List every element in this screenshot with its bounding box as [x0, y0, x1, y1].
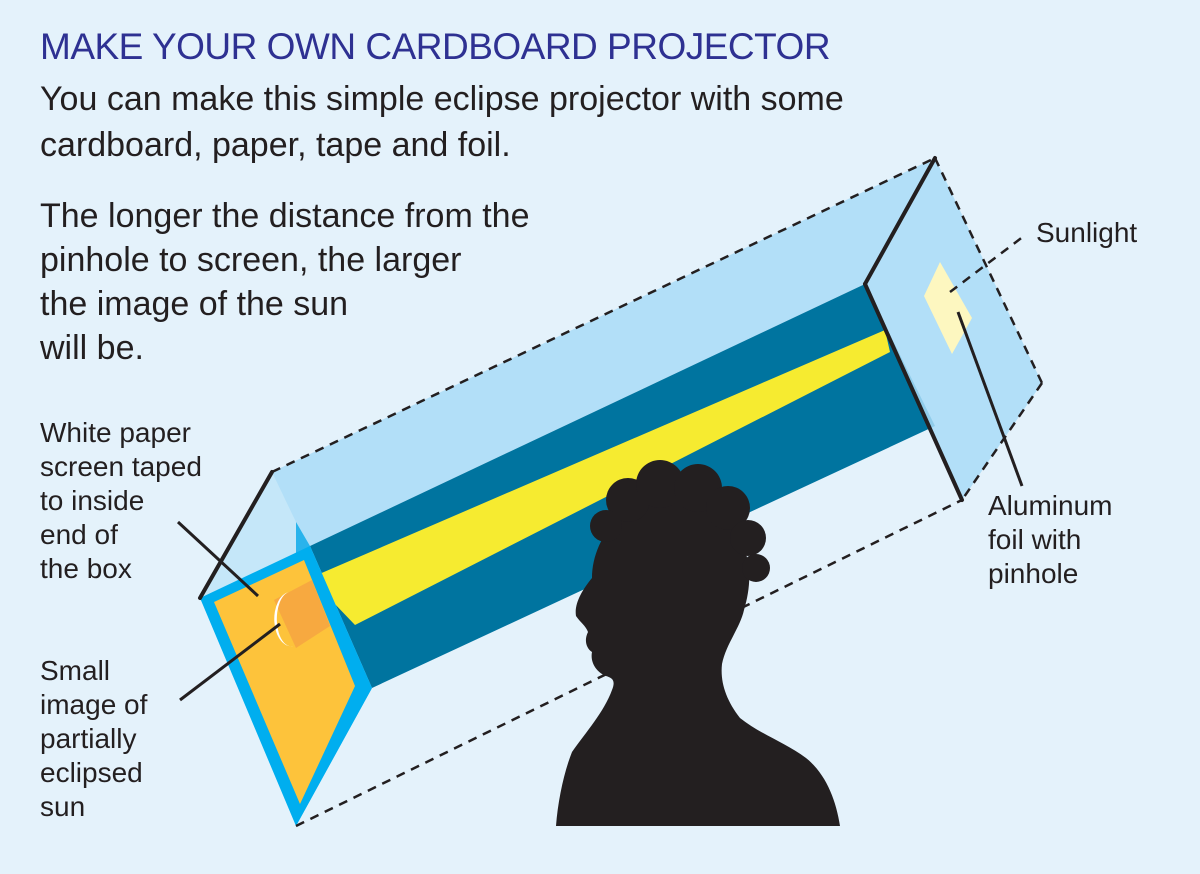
intro-line: cardboard, paper, tape and foil. [40, 126, 511, 164]
label-aluminum-foil: Aluminum foil with pinhole [988, 489, 1112, 591]
label-line: pinhole [988, 558, 1079, 589]
hair-curls [590, 460, 770, 582]
note-line: The longer the distance from the [40, 197, 530, 235]
label-line: screen taped [40, 451, 202, 482]
note-line: the image of the sun [40, 285, 349, 323]
label-line: White paper [40, 417, 191, 448]
label-line: end of [40, 519, 118, 550]
intro-text: You can make this simple eclipse project… [40, 76, 844, 168]
label-eclipsed-sun: Small image of partially eclipsed sun [40, 654, 147, 824]
intro-line: You can make this simple eclipse project… [40, 80, 844, 118]
note-line: will be. [40, 329, 144, 367]
person-silhouette [556, 485, 840, 826]
distance-note: The longer the distance from the pinhole… [40, 194, 530, 370]
leader-lines [176, 311, 1024, 702]
label-sunlight: Sunlight [1036, 216, 1137, 250]
label-line: Aluminum [988, 490, 1113, 521]
page-title: MAKE YOUR OWN CARDBOARD PROJECTOR [40, 26, 831, 67]
box-edges [198, 156, 964, 600]
pinhole-window [924, 262, 972, 354]
sunbeam [310, 330, 890, 625]
label-line: partially [40, 723, 137, 754]
label-line: image of [40, 689, 148, 720]
box-top-panel [200, 158, 935, 598]
label-line: sun [40, 791, 86, 822]
note-line: pinhole to screen, the larger [40, 241, 462, 279]
label-line: to inside [40, 485, 145, 516]
label-line: the box [40, 553, 132, 584]
label-paper-screen: White paper screen taped to inside end o… [40, 416, 202, 586]
label-line: Sunlight [1036, 217, 1138, 248]
beam-on-screen [274, 580, 330, 648]
label-line: foil with [988, 524, 1082, 555]
label-line: Small [40, 655, 111, 686]
label-line: eclipsed [40, 757, 143, 788]
